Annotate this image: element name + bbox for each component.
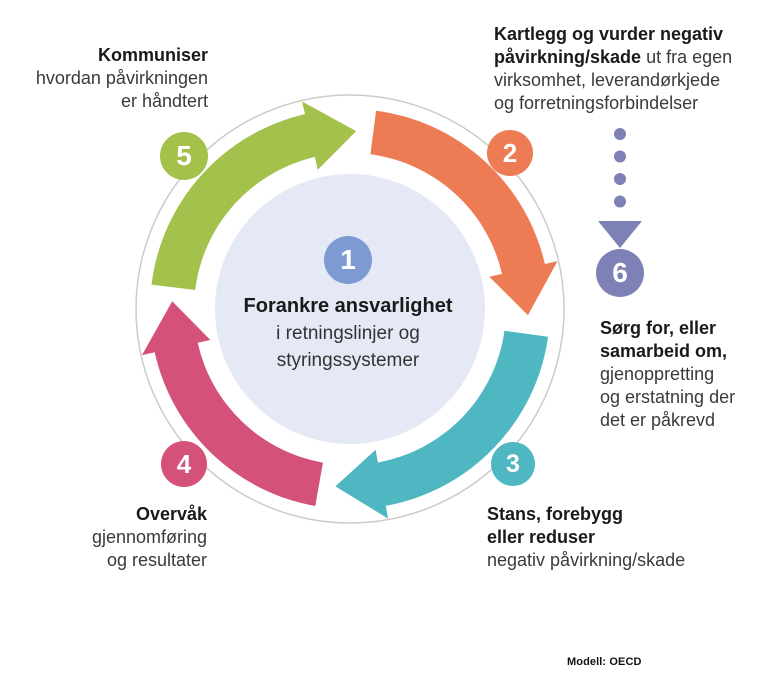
step-badge-5: 5 <box>160 132 208 180</box>
cycle-arrow-stans <box>335 330 549 519</box>
step4-line2: gjennomføring <box>91 527 207 547</box>
step-badge-6: 6 <box>596 249 644 297</box>
center-label-line3: styringssystemer <box>276 350 420 371</box>
step-badge-1: 1 <box>324 236 372 284</box>
step3-line3: negativ påvirkning/skade <box>487 550 686 570</box>
step-badge-3: 3 <box>491 442 535 486</box>
step3-bold2: eller reduser <box>487 527 596 547</box>
step4-title: Overvåk <box>135 504 207 524</box>
cycle-arrow-kartlegg <box>370 110 558 316</box>
model-credit: Modell: OECD <box>567 656 642 668</box>
connector-dot <box>614 128 626 140</box>
step6-line5: det er påkrevd <box>600 410 716 430</box>
step2-line3: virksomhet, leverandørkjede <box>494 70 721 90</box>
connector-dot <box>614 173 626 185</box>
step4-line3: og resultater <box>106 550 207 570</box>
label-step6-remediate: Sørg for, eller samarbeid om, gjenoppret… <box>600 317 775 432</box>
step6-line4: og erstatning der <box>600 387 736 407</box>
step5-title: Kommuniser <box>97 45 208 65</box>
center-disc <box>215 174 485 444</box>
label-step2-assess: Kartlegg og vurder negativ påvirkning/sk… <box>494 23 774 115</box>
step-badge-2: 2 <box>487 130 533 176</box>
step6-line3: gjenoppretting <box>600 364 715 384</box>
step5-line2: hvordan påvirkningen <box>35 68 208 88</box>
step2-bold1: Kartlegg og vurder negativ <box>494 24 724 44</box>
label-step3-cease: Stans, forebygg eller reduser negativ på… <box>487 503 767 572</box>
outer-ring <box>135 94 565 524</box>
cycle-arrow-overvak <box>142 301 323 506</box>
step2-rest2: ut fra egen <box>641 47 733 67</box>
connector-dot <box>614 195 626 208</box>
step5-line3: er håndtert <box>120 91 208 111</box>
step2-line4: og forretningsforbindelser <box>494 93 699 113</box>
connector-dot <box>614 150 626 163</box>
step-badge-4: 4 <box>161 441 207 487</box>
center-label-line2: i retningslinjer og <box>276 323 420 344</box>
connector-arrowhead-icon <box>598 221 642 248</box>
center-label: Forankre ansvarlighet i retningslinjer o… <box>198 293 498 374</box>
step6-bold1: Sørg for, eller <box>600 318 717 338</box>
step3-bold1: Stans, forebygg <box>487 504 624 524</box>
center-label-bold: Forankre ansvarlighet <box>243 295 453 317</box>
label-step4-track: Overvåk gjennomføring og resultater <box>92 503 207 572</box>
step6-bold2: samarbeid om, <box>600 341 728 361</box>
cycle-arrow-kommuniser <box>151 101 357 290</box>
step2-bold2: påvirkning/skade <box>494 47 642 67</box>
label-step5-communicate: Kommuniser hvordan påvirkningen er håndt… <box>36 44 208 113</box>
